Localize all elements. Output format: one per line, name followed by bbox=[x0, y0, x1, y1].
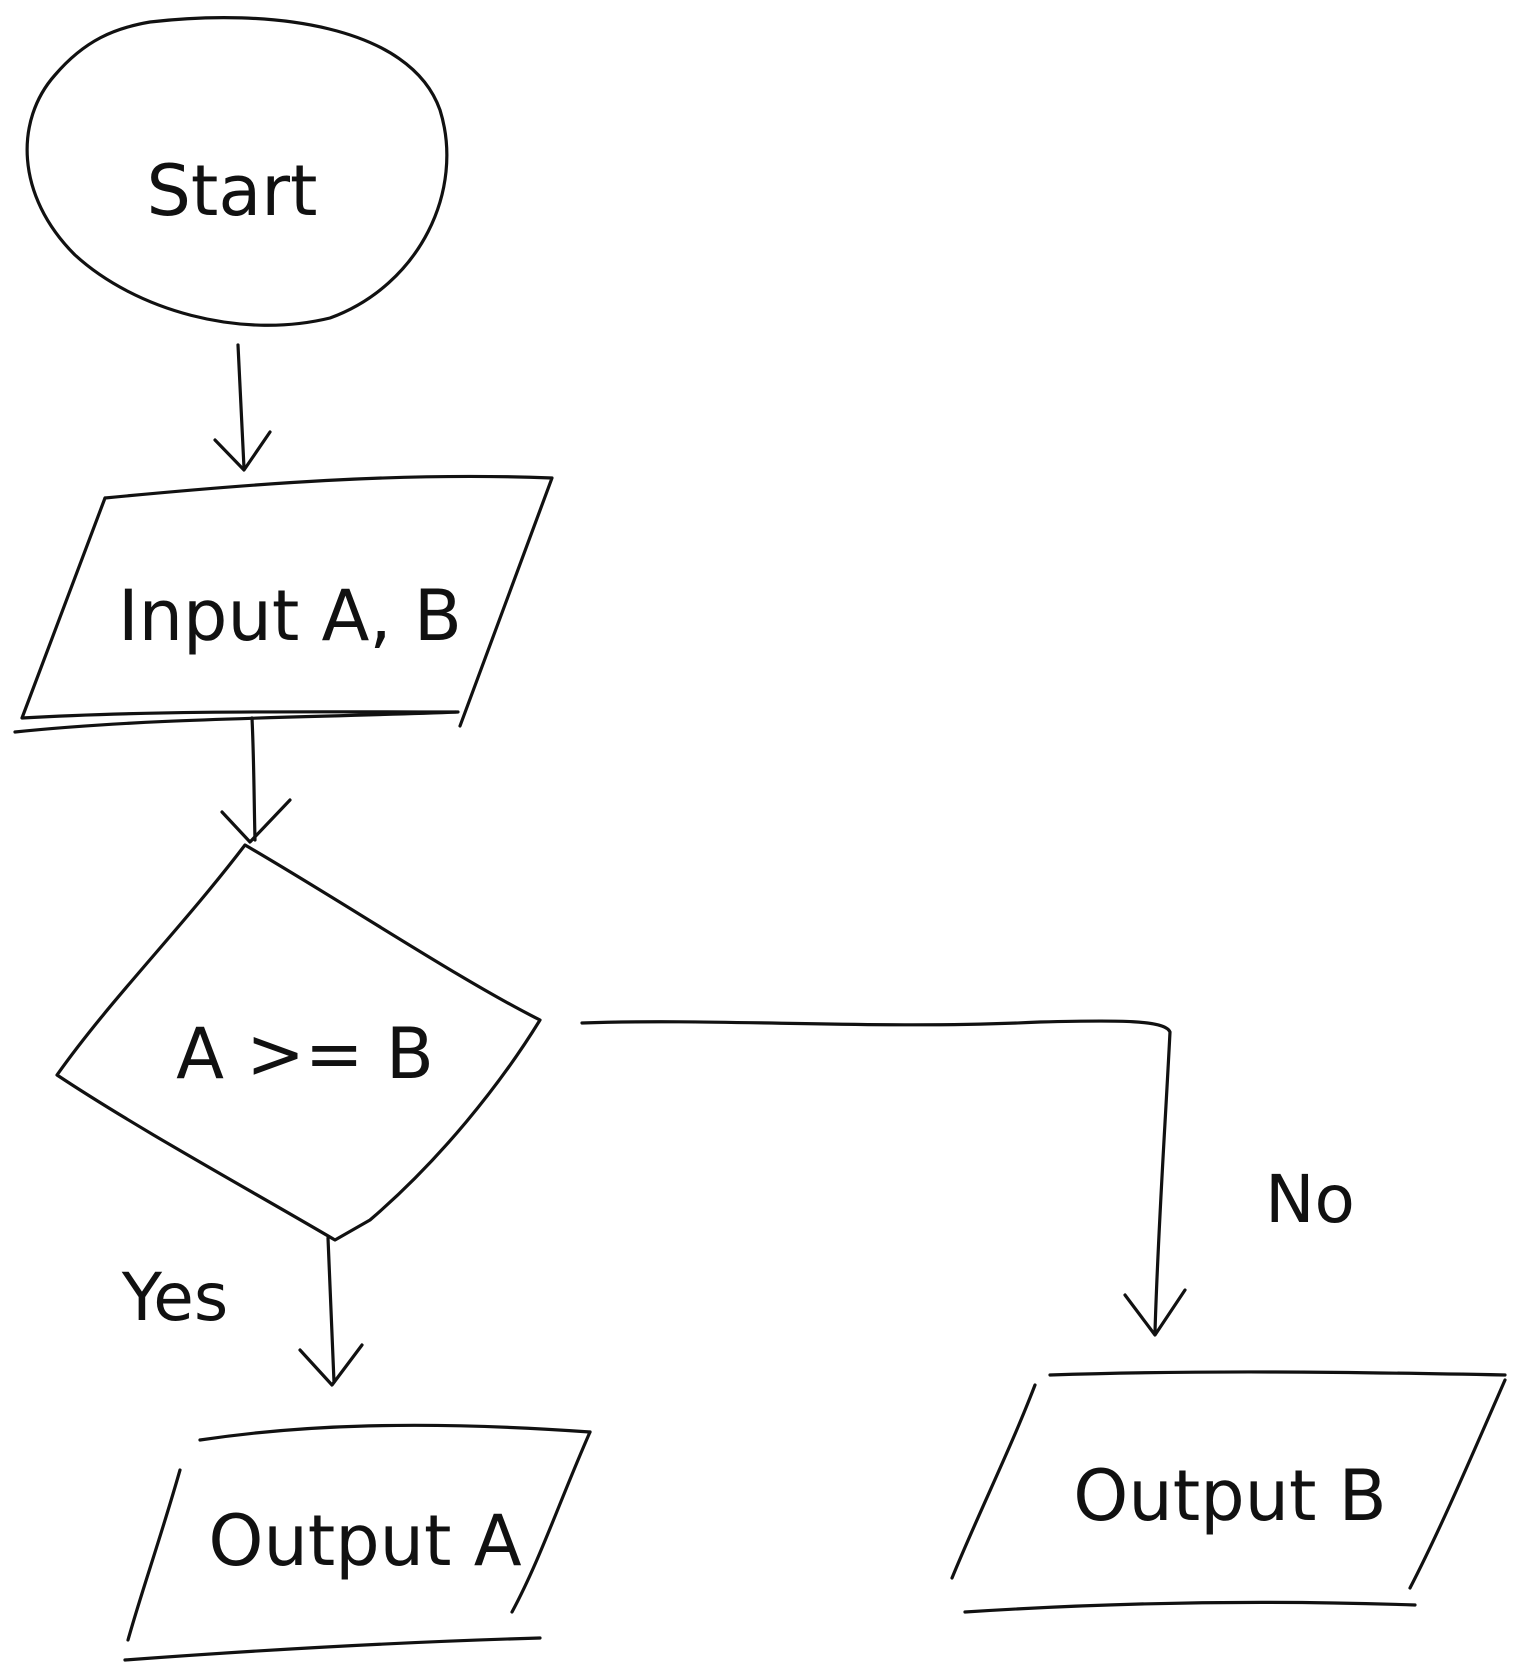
edge-yes: Yes bbox=[121, 1236, 364, 1387]
output-a-left-edge bbox=[126, 1468, 182, 1642]
output-b-bottom-line bbox=[963, 1600, 1417, 1614]
input-bottom-line bbox=[13, 710, 460, 734]
decision-label: A >= B bbox=[176, 1013, 434, 1095]
edge-line bbox=[580, 1019, 1172, 1334]
output-a-bottom-line bbox=[123, 1636, 542, 1662]
output-b-left-edge bbox=[950, 1383, 1037, 1580]
input-parallelogram bbox=[20, 474, 554, 728]
edge-no: No bbox=[580, 1019, 1355, 1337]
input-label: Input A, B bbox=[118, 575, 462, 657]
start-node: Start bbox=[25, 16, 449, 327]
arrowhead-icon bbox=[1123, 1288, 1187, 1337]
arrowhead-icon bbox=[220, 798, 292, 844]
output-a-node: Output A bbox=[123, 1423, 592, 1662]
output-a-top-line bbox=[198, 1423, 592, 1442]
input-node: Input A, B bbox=[13, 474, 554, 734]
output-b-label: Output B bbox=[1073, 1455, 1386, 1537]
arrowhead-icon bbox=[298, 1343, 364, 1387]
edge-line bbox=[236, 343, 246, 470]
edge-start-to-input bbox=[213, 343, 272, 472]
no-label: No bbox=[1265, 1161, 1355, 1238]
start-ellipse bbox=[25, 16, 449, 327]
decision-diamond bbox=[55, 843, 542, 1242]
output-b-node: Output B bbox=[950, 1370, 1507, 1614]
yes-label: Yes bbox=[121, 1259, 229, 1336]
arrowhead-icon bbox=[213, 430, 272, 472]
output-b-right-edge bbox=[1408, 1378, 1507, 1590]
start-label: Start bbox=[146, 150, 317, 232]
output-a-right-edge bbox=[510, 1430, 592, 1614]
output-a-label: Output A bbox=[208, 1500, 521, 1582]
decision-node: A >= B bbox=[55, 843, 542, 1242]
edge-line bbox=[250, 716, 257, 842]
edge-line bbox=[326, 1236, 336, 1384]
output-b-top-line bbox=[1048, 1370, 1507, 1377]
edge-input-to-decision bbox=[220, 716, 292, 844]
